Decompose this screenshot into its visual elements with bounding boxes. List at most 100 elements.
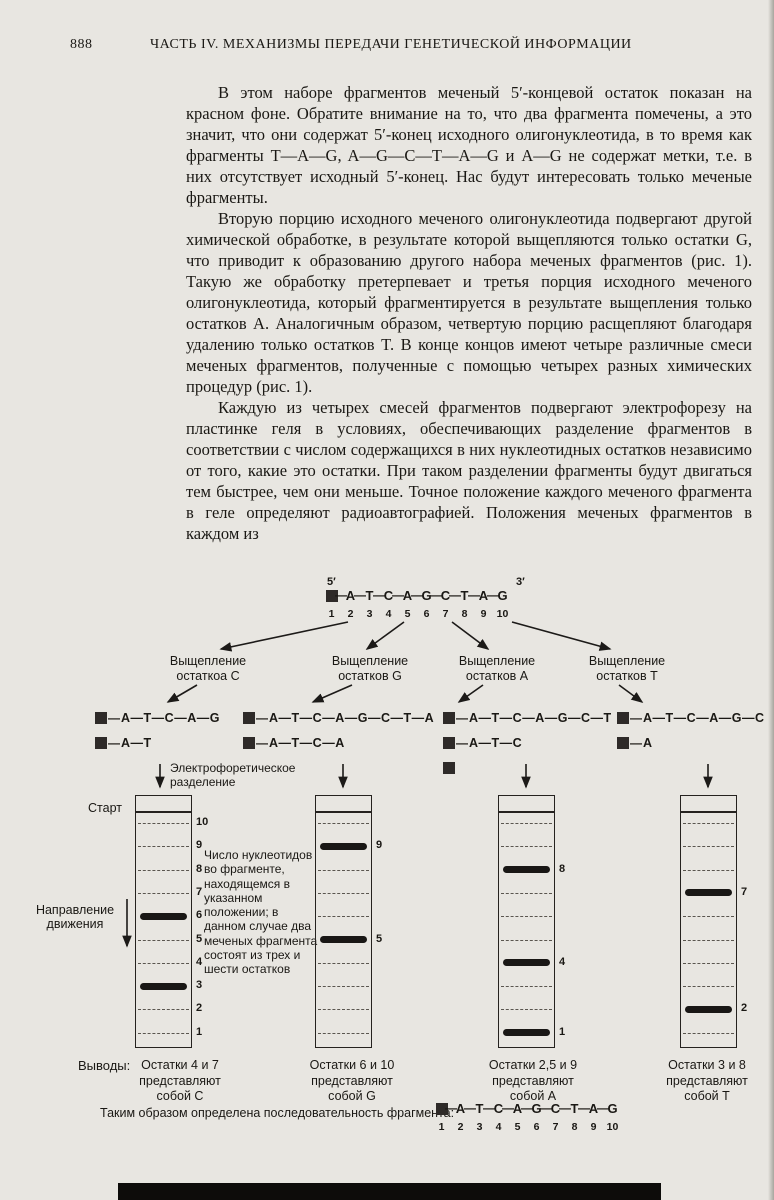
gel-start-line bbox=[316, 811, 371, 813]
gel-position-number: 4 bbox=[559, 955, 566, 968]
residue-number: 3 bbox=[366, 608, 373, 620]
gel-lane-a: 8 4 1 bbox=[498, 795, 565, 1048]
sequence-residue: A bbox=[402, 588, 413, 603]
sequence-residue: C bbox=[440, 588, 451, 603]
five-prime-label: 5′ bbox=[327, 576, 336, 588]
gel-position-line bbox=[318, 869, 369, 871]
gel-position-line bbox=[318, 962, 369, 964]
sequence-residue: A bbox=[478, 588, 489, 603]
radiolabel-box bbox=[243, 736, 255, 749]
bond-dash: — bbox=[487, 588, 499, 602]
bond-dash: — bbox=[256, 735, 268, 750]
migration-direction-label: Направление движения bbox=[35, 903, 115, 931]
gel-position-line bbox=[318, 1009, 369, 1011]
gel-position-line bbox=[501, 939, 552, 941]
radiolabel-box bbox=[443, 736, 455, 749]
gel-start-line bbox=[499, 811, 554, 813]
fragment-residues: A—T—C—A bbox=[269, 735, 345, 750]
body-text: В этом наборе фрагментов меченый 5′-конц… bbox=[186, 82, 752, 544]
scan-artifact-bar bbox=[118, 1183, 661, 1200]
bond-dash: — bbox=[373, 588, 385, 602]
residue-number: 3 bbox=[476, 1121, 483, 1133]
bond-dash: — bbox=[456, 735, 468, 750]
bond-dash: — bbox=[256, 710, 268, 725]
gel-position-number: 10 bbox=[196, 816, 209, 828]
sequence-residue: G bbox=[531, 1101, 542, 1116]
arrow-to-branch-c bbox=[219, 621, 349, 652]
residue-number: 8 bbox=[461, 608, 468, 620]
sequence-residue: G bbox=[497, 588, 508, 603]
fragment-residues: A—T—C—A—G—C bbox=[643, 710, 765, 725]
arrow-branch-t-to-fragments bbox=[618, 684, 644, 703]
gel-position-line bbox=[501, 1009, 552, 1011]
electrophoresis-label: Электрофоретическое разделение bbox=[170, 761, 296, 789]
gel-band bbox=[503, 866, 550, 874]
gel-band bbox=[503, 959, 550, 967]
arrow-branch-c-to-fragments bbox=[166, 684, 198, 703]
gel-position-number: 8 bbox=[559, 862, 566, 875]
radiolabel-box bbox=[617, 736, 629, 749]
radiolabel-box bbox=[443, 711, 455, 724]
radiolabel-box bbox=[325, 590, 338, 602]
sequence-residue: G bbox=[421, 588, 432, 603]
conclusion-t: Остатки 3 и 8 представляют собой T bbox=[666, 1058, 748, 1103]
gel-band bbox=[320, 936, 367, 943]
residue-number: 10 bbox=[496, 608, 509, 620]
fragment-residues: A—T—C—A—G—C—T—A bbox=[269, 710, 435, 725]
bond-dash: — bbox=[540, 1101, 552, 1115]
residue-number: 2 bbox=[347, 608, 354, 620]
bond-dash: — bbox=[468, 588, 480, 602]
gel-position-line bbox=[683, 869, 734, 871]
bond-dash: — bbox=[108, 710, 120, 725]
bond-dash: — bbox=[464, 1101, 476, 1115]
residue-number: 9 bbox=[590, 1121, 597, 1133]
gel-position-number: 6 bbox=[196, 909, 203, 922]
sequence-residue: A bbox=[588, 1101, 599, 1116]
gel-position-number: 8 bbox=[196, 862, 203, 875]
gel-position-line bbox=[138, 1009, 189, 1011]
residue-number: 5 bbox=[404, 608, 411, 620]
conclusion-c: Остатки 4 и 7 представляют собой C bbox=[139, 1058, 221, 1103]
labeled-fragment: —A—T bbox=[95, 730, 220, 755]
sequence-residue: A bbox=[455, 1101, 466, 1116]
sequence-residue: C bbox=[493, 1101, 504, 1116]
gel-position-line bbox=[318, 1032, 369, 1034]
bond-dash: — bbox=[449, 588, 461, 602]
bond-dash: — bbox=[559, 1101, 571, 1115]
gel-position-line bbox=[138, 962, 189, 964]
radiolabel-box bbox=[243, 711, 255, 724]
branch-label-c: Выщепление остаткоа C bbox=[169, 654, 247, 683]
gel-band bbox=[685, 1005, 732, 1013]
fragment-set-g: —A—T—C—A—G—C—T—A—A—T—C—A bbox=[243, 705, 434, 755]
gel-position-number: 7 bbox=[741, 885, 748, 898]
gel-position-number: 2 bbox=[196, 1002, 203, 1015]
gel-band bbox=[320, 842, 367, 850]
gel-position-number: 5 bbox=[376, 932, 383, 945]
gel-position-line bbox=[501, 986, 552, 988]
sequence-residue: T bbox=[570, 1101, 579, 1116]
residue-number: 4 bbox=[495, 1121, 502, 1133]
running-head-title: ЧАСТЬ IV. МЕХАНИЗМЫ ПЕРЕДАЧИ ГЕНЕТИЧЕСКО… bbox=[150, 37, 632, 52]
residue-number: 6 bbox=[423, 608, 430, 620]
residue-number: 6 bbox=[533, 1121, 540, 1133]
conclusions-label: Выводы: bbox=[78, 1058, 131, 1073]
gel-band bbox=[503, 1029, 550, 1037]
gel-position-number: 1 bbox=[559, 1025, 566, 1038]
arrow-to-branch-a bbox=[451, 621, 490, 650]
fragment-set-a: —A—T—C—A—G—C—T—A—T—C bbox=[443, 705, 612, 780]
bond-dash: — bbox=[630, 710, 642, 725]
bond-dash: — bbox=[411, 588, 423, 602]
gel-position-number: 3 bbox=[196, 979, 203, 992]
radiolabel-box bbox=[95, 736, 107, 749]
bond-dash: — bbox=[430, 588, 442, 602]
gel-position-line bbox=[683, 1032, 734, 1034]
residue-number: 4 bbox=[385, 608, 392, 620]
bond-dash: — bbox=[108, 735, 120, 750]
bond-dash: — bbox=[456, 710, 468, 725]
fragment-residues: A—T—C—A—G bbox=[121, 710, 220, 725]
